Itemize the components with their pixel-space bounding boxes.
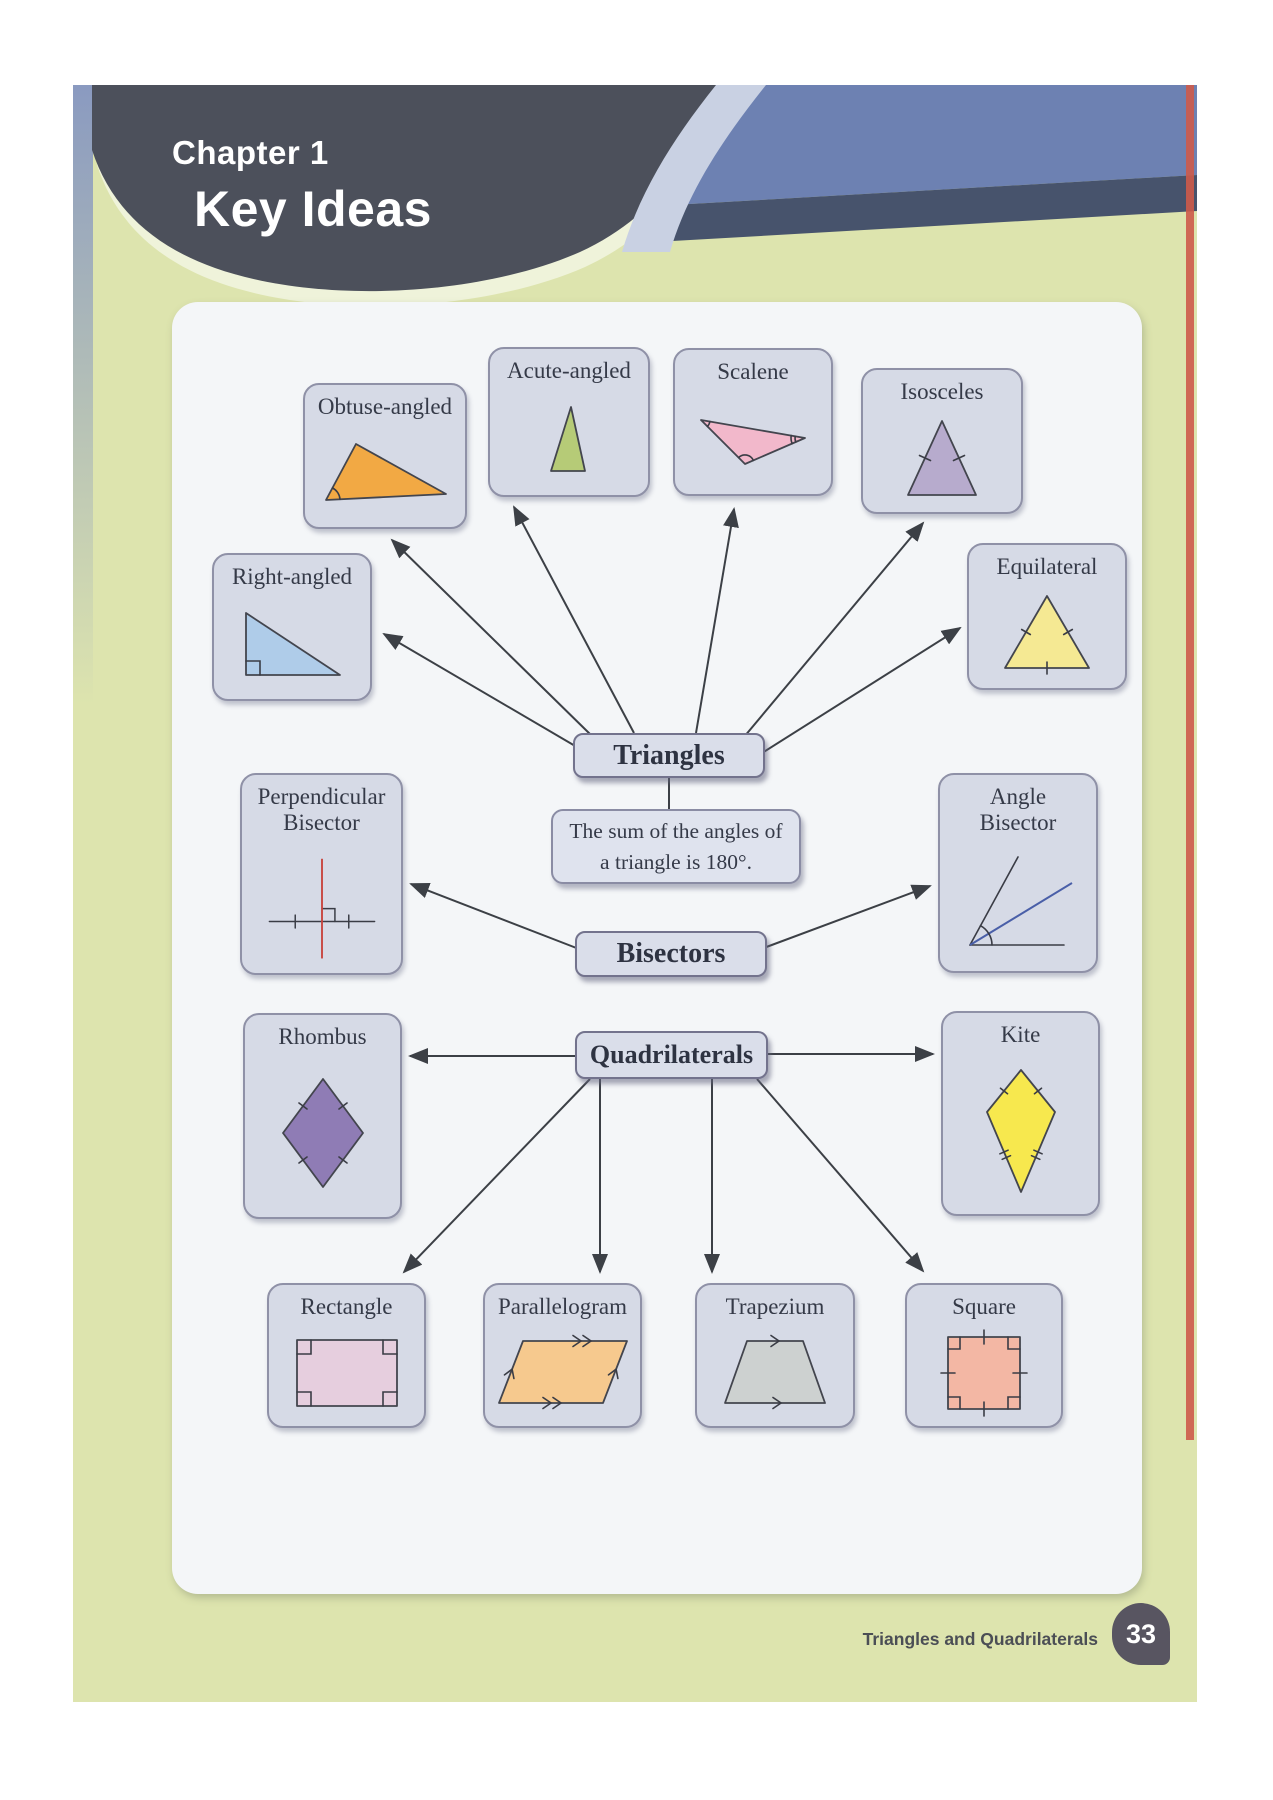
box-right-angled: Right-angled [212, 553, 372, 701]
box-acute-angled: Acute-angled [488, 347, 650, 497]
box-isosceles: Isosceles [861, 368, 1023, 514]
box-trapezium: Trapezium [695, 1283, 855, 1428]
isosceles-triangle-figure [907, 420, 977, 497]
rectangle-figure [295, 1338, 398, 1407]
node-triangles: Triangles [573, 733, 765, 778]
equilateral-triangle-figure [1004, 594, 1090, 675]
scalene-label: Scalene [717, 359, 789, 384]
box-obtuse-angled: Obtuse-angled [303, 383, 467, 529]
rectangle-label: Rectangle [300, 1294, 393, 1319]
node-bisectors-label: Bisectors [616, 938, 726, 969]
triangle-fact-text: The sum of the angles of a triangle is 1… [569, 819, 783, 874]
rhombus-label: Rhombus [278, 1024, 367, 1049]
rhombus-figure [281, 1078, 364, 1189]
parallelogram-figure [497, 1334, 628, 1410]
scalene-triangle-figure [700, 419, 806, 466]
box-parallelogram: Parallelogram [483, 1283, 642, 1428]
right-angled-label: Right-angled [231, 564, 353, 589]
page-title: Key Ideas [194, 181, 432, 237]
footer-section-label: Triangles and Quadrilaterals [862, 1629, 1098, 1649]
isosceles-label: Isosceles [900, 379, 984, 404]
obtuse-label: Obtuse-angled [317, 394, 453, 419]
equilateral-label: Equilateral [996, 554, 1098, 579]
angle-bisector-label: Angle Bisector [979, 784, 1057, 835]
box-rhombus: Rhombus [243, 1013, 402, 1219]
kite-label: Kite [1000, 1022, 1041, 1047]
kite-figure [985, 1068, 1056, 1193]
box-square: Square [905, 1283, 1063, 1428]
box-rectangle: Rectangle [267, 1283, 426, 1428]
box-scalene: Scalene [673, 348, 833, 496]
node-quadrilaterals: Quadrilaterals [575, 1031, 768, 1079]
box-perpendicular-bisector: Perpendicular Bisector [240, 773, 403, 975]
node-triangles-label: Triangles [613, 739, 725, 771]
square-label: Square [952, 1294, 1016, 1319]
box-angle-bisector: Angle Bisector [938, 773, 1098, 973]
trapezium-figure [724, 1334, 826, 1410]
acute-label: Acute-angled [507, 358, 631, 383]
node-bisectors: Bisectors [575, 931, 767, 977]
perpendicular-bisector-figure [268, 859, 375, 959]
page-number-badge: 33 [1112, 1603, 1170, 1665]
angle-bisector-figure [969, 856, 1073, 947]
box-kite: Kite [941, 1011, 1100, 1216]
acute-triangle-figure [550, 406, 586, 473]
page-number: 33 [1125, 1618, 1157, 1649]
triangle-fact-box: The sum of the angles of a triangle is 1… [551, 809, 801, 884]
trapezium-label: Trapezium [725, 1294, 825, 1319]
box-equilateral: Equilateral [967, 543, 1127, 690]
chapter-label: Chapter 1 [172, 134, 329, 171]
square-figure [940, 1329, 1028, 1417]
obtuse-triangle-figure [325, 443, 447, 502]
parallelogram-label: Parallelogram [497, 1294, 627, 1319]
node-quadrilaterals-label: Quadrilaterals [589, 1040, 754, 1069]
right-triangle-figure [245, 612, 341, 677]
perpendicular-bisector-label: Perpendicular Bisector [257, 784, 386, 835]
